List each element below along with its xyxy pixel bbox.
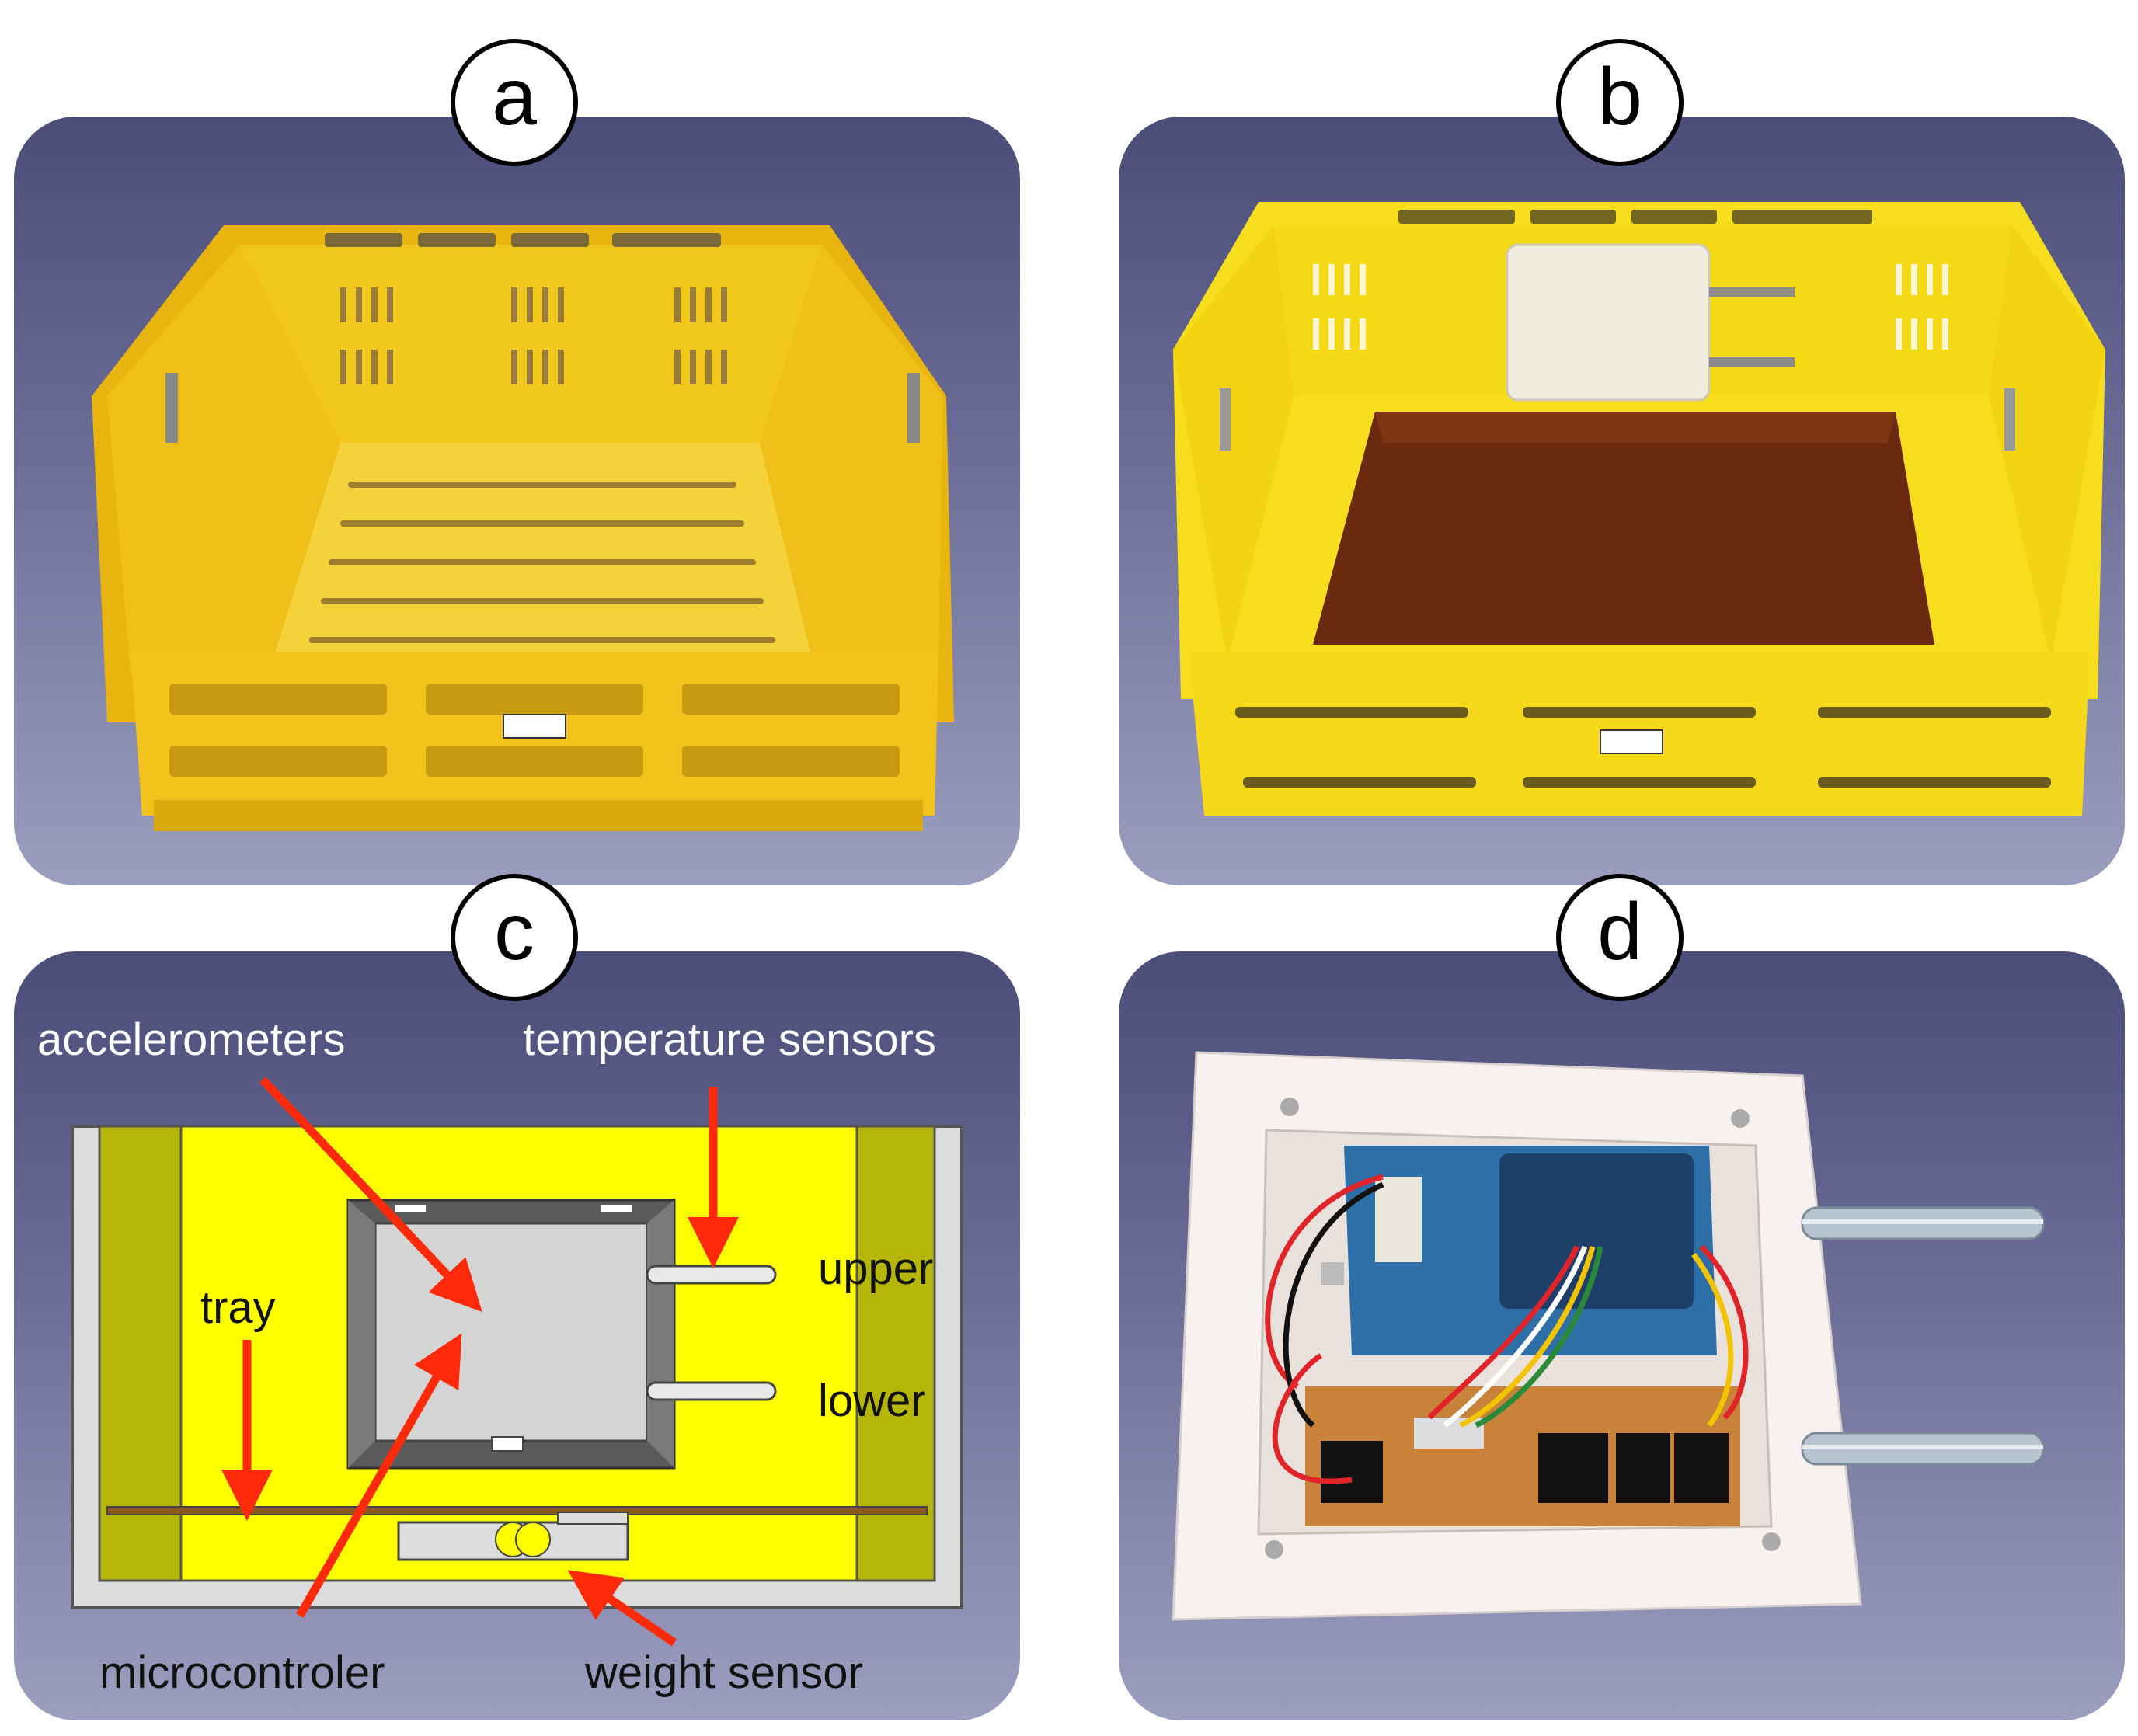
sensor-diagram [71,1077,963,1647]
accelerometers-arrow [259,1077,482,1312]
electronics-photo [1172,1051,2045,1621]
crate-right-wall [855,1125,936,1582]
empty-crate-photo [92,225,954,831]
upper-probe [646,1265,777,1285]
panel-a-label: a [451,39,578,166]
microcontroler-label: microcontroler [99,1647,385,1698]
weight-sensor-arrow [567,1570,677,1647]
sensor-crate-photo [1173,202,2105,816]
microcontroler-arrow [296,1333,462,1618]
panel-d [1119,951,2125,1720]
panel-b [1119,117,2125,885]
tray-label: tray [200,1282,276,1333]
lower-label: lower [818,1376,926,1426]
panel-b-label: b [1556,39,1684,166]
panel-d-label: d [1556,874,1684,1001]
panel-a [14,117,1020,885]
tray-line [106,1506,928,1515]
weight-sensor-label: weight sensor [585,1647,863,1698]
crate-left-wall [98,1125,183,1582]
panel-c-label: c [451,874,578,1001]
accelerometers-label: accelerometers [37,1014,346,1065]
lower-probe [646,1381,777,1401]
temperature-sensors-label: temperature sensors [523,1014,936,1065]
upper-label: upper [818,1244,934,1294]
panel-c: accelerometers temperature sensors upper… [14,951,1020,1720]
